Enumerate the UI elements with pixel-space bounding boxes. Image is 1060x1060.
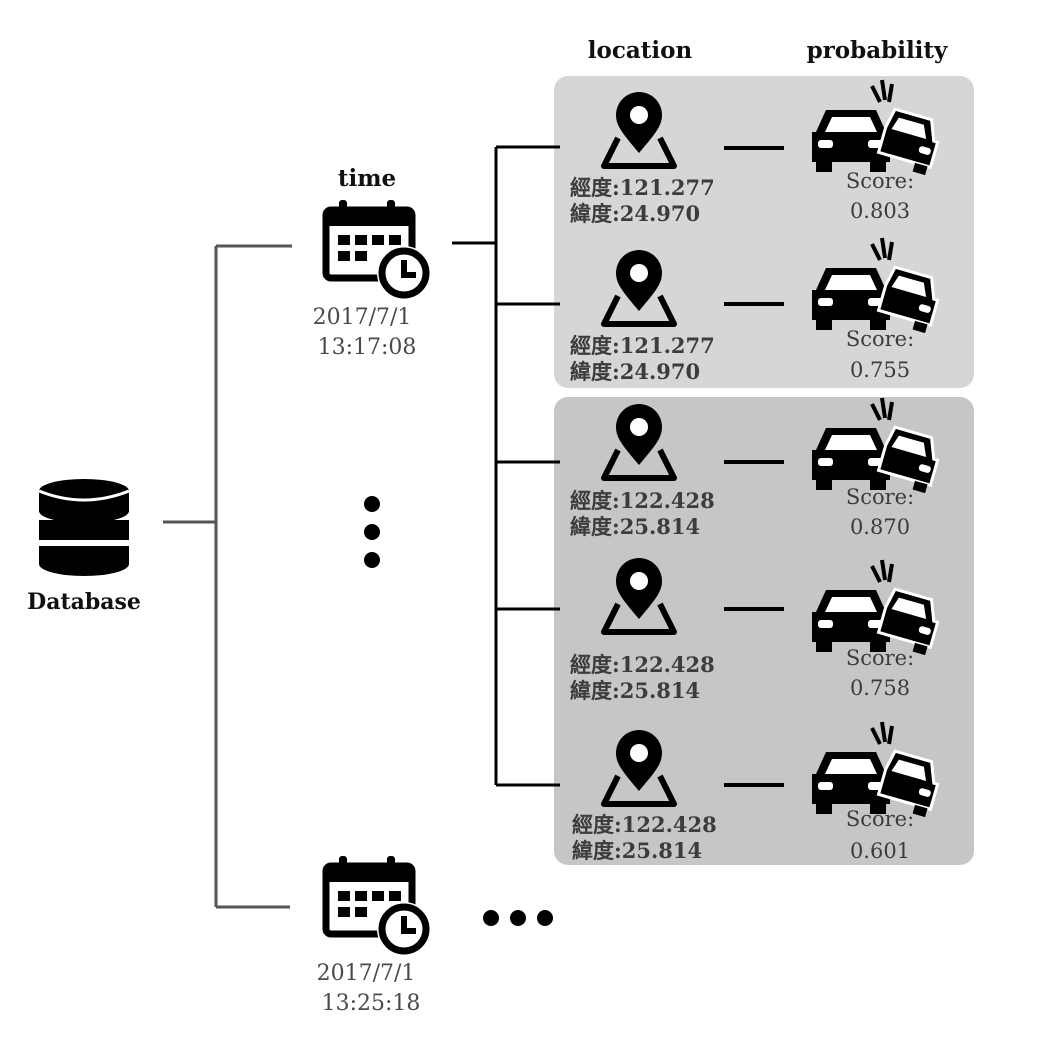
score-value: 0.803 (850, 199, 910, 223)
time-node-2-date: 2017/7/1 (317, 961, 416, 986)
score-label: Score: (846, 485, 914, 509)
vertical-ellipsis-icon (364, 496, 380, 568)
time-node-1-time: 13:17:08 (318, 335, 417, 360)
latitude-label: 緯度:24.970 (570, 359, 700, 384)
latitude-label: 緯度:25.814 (572, 838, 702, 863)
score-value: 0.755 (850, 358, 910, 382)
score-value: 0.601 (850, 839, 910, 863)
latitude-label: 緯度:25.814 (570, 514, 700, 539)
longitude-label: 經度:121.277 (570, 333, 715, 358)
longitude-label: 經度:122.428 (570, 652, 715, 677)
database-tree-lines (163, 244, 292, 909)
database-label: Database (27, 589, 141, 615)
latitude-label: 緯度:25.814 (570, 678, 700, 703)
time-node-1-date: 2017/7/1 (313, 305, 412, 330)
location-header: location (588, 37, 693, 64)
calendar-clock-icon (326, 200, 431, 300)
longitude-label: 經度:121.277 (570, 175, 715, 200)
score-value: 0.758 (850, 676, 910, 700)
calendar-clock-icon (326, 856, 431, 956)
score-label: Score: (846, 646, 914, 670)
record-row: 經度:121.277 緯度:24.970 Score: 0.803 (570, 78, 946, 226)
latitude-label: 緯度:24.970 (570, 201, 700, 226)
longitude-label: 經度:122.428 (570, 488, 715, 513)
record-row: 經度:122.428 緯度:25.814 Score: 0.758 (570, 558, 946, 703)
record-row: 經度:121.277 緯度:24.970 Score: 0.755 (570, 236, 946, 384)
database-icon (37, 477, 131, 578)
record-row: 經度:122.428 緯度:25.814 Score: 0.870 (570, 396, 946, 539)
record-row: 經度:122.428 緯度:25.814 Score: 0.601 (572, 720, 946, 863)
time-tree-lines (452, 145, 560, 787)
longitude-label: 經度:122.428 (572, 812, 717, 837)
score-label: Score: (846, 807, 914, 831)
score-label: Score: (846, 169, 914, 193)
time-header: time (338, 165, 396, 192)
score-label: Score: (846, 327, 914, 351)
time-node-2-time: 13:25:18 (322, 991, 421, 1016)
horizontal-ellipsis-icon (483, 910, 553, 926)
probability-header: probability (807, 37, 948, 64)
score-value: 0.870 (850, 515, 910, 539)
